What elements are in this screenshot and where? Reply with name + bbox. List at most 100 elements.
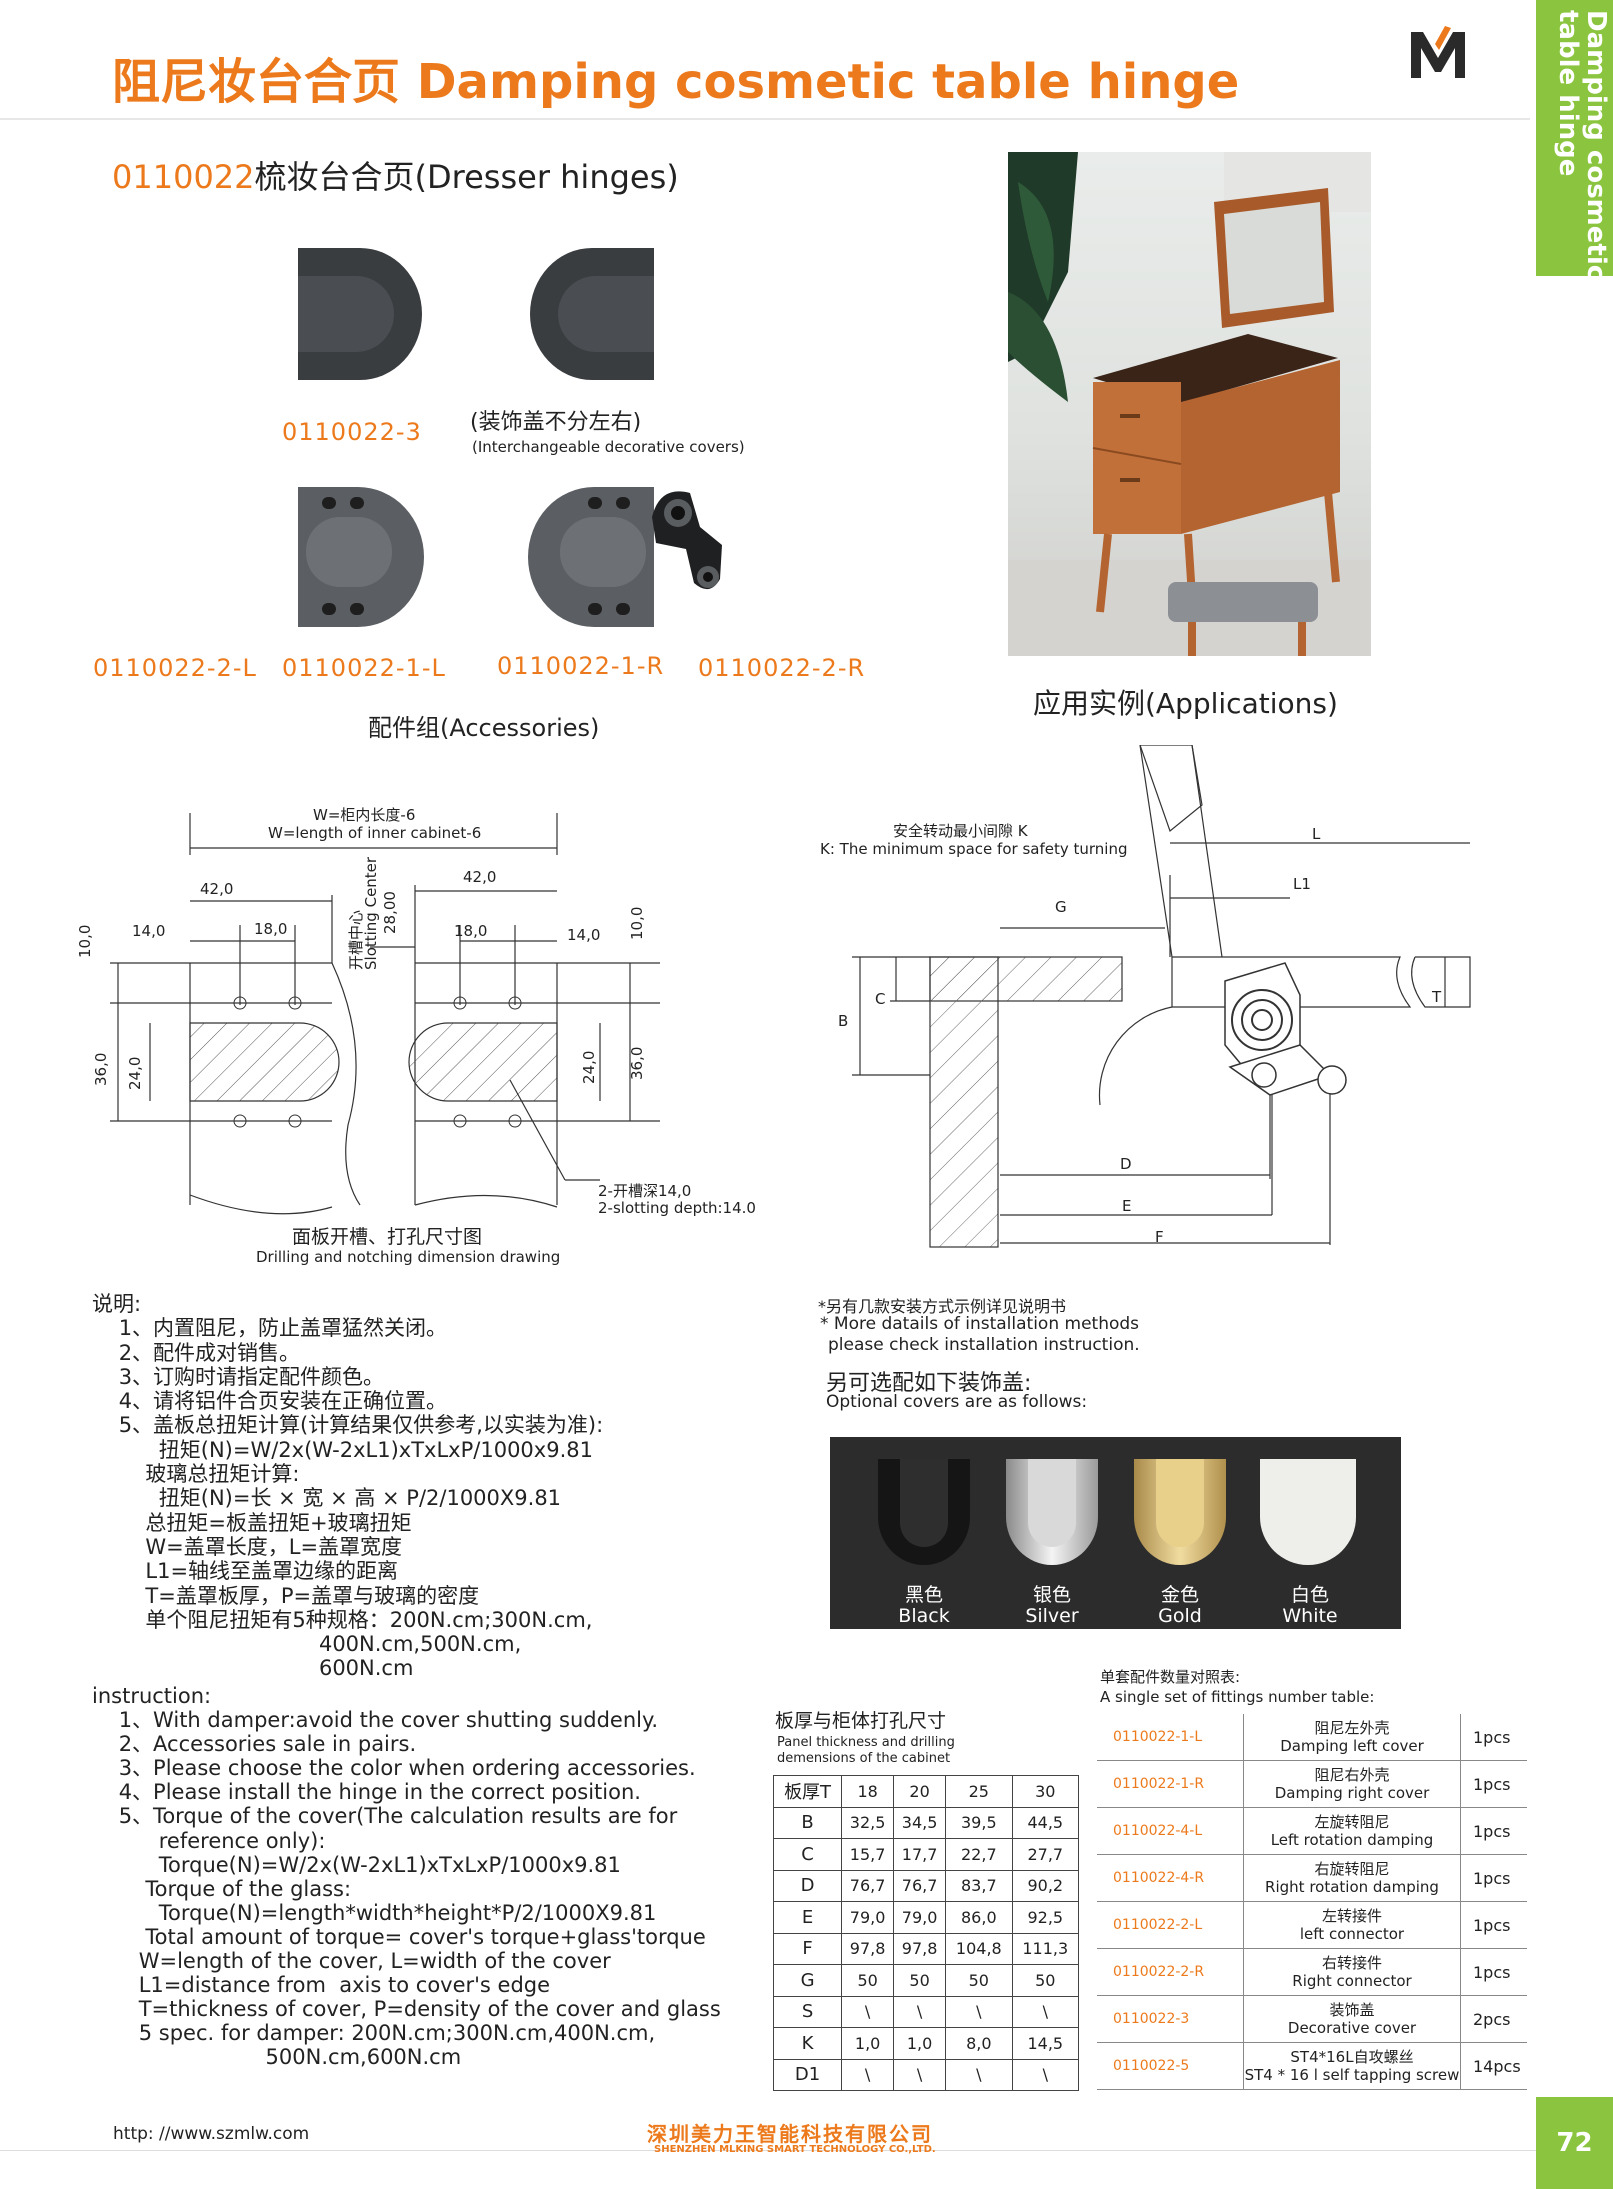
panel-table-header-cell: 25: [945, 1775, 1013, 1808]
silver-cover: [1006, 1459, 1098, 1565]
dim-D: D: [1120, 1155, 1132, 1173]
panel-table-cell: \: [893, 2058, 947, 2091]
panel-table-row: S\\\\: [772, 1995, 1080, 2028]
panel-table-cell: 27,7: [1011, 1838, 1080, 1871]
panel-table-cell: 50: [945, 1964, 1013, 1997]
footer-company-cn: 深圳美力王智能科技有限公司: [647, 2122, 933, 2146]
optional-covers-title-cn: 另可选配如下装饰盖:: [826, 1371, 1032, 1396]
fitting-quantity: 14pcs: [1460, 2042, 1527, 2090]
fittings-table-title-en: A single set of fittings number table:: [1100, 1688, 1375, 1706]
dim-36-left: 36,0: [92, 1052, 110, 1086]
part-code-1r: 0110022-1-R: [497, 652, 665, 680]
panel-table-title-en2: demensions of the cabinet: [777, 1751, 951, 1766]
gold-cover: [1134, 1459, 1226, 1565]
fitting-name-cn: 左转接件: [1321, 1907, 1382, 1925]
fitting-quantity: 1pcs: [1460, 1760, 1527, 1808]
damping-cover-left: [298, 487, 424, 627]
panel-table-cell: 17,7: [893, 1838, 947, 1871]
dim-L1: L1: [1293, 875, 1311, 893]
panel-table-cell: 14,5: [1011, 2027, 1080, 2060]
panel-table-title-en1: Panel thickness and drilling: [777, 1735, 955, 1750]
panel-table-cell: F: [772, 1932, 843, 1965]
panel-table-cell: 104,8: [945, 1932, 1013, 1965]
part-code-2l: 0110022-2-L: [93, 654, 257, 682]
panel-table-title-cn: 板厚与柜体打孔尺寸: [775, 1710, 947, 1732]
notes-cn: 说明: 1、内置阻尼，防止盖罩猛然关闭。 2、配件成对销售。 3、订购时请指定配…: [92, 1292, 604, 1681]
fitting-name-en: left connector: [1299, 1925, 1405, 1943]
fitting-name-cn: 装饰盖: [1329, 2001, 1375, 2019]
part-cover-code: 0110022-3: [282, 418, 422, 446]
w-dim-en: W=length of inner cabinet-6: [268, 824, 482, 842]
product-code: 0110022: [112, 158, 255, 196]
dim-18-left: 18,0: [254, 920, 288, 938]
dim-L: L: [1312, 825, 1321, 843]
fitting-code: 0110022-2-L: [1097, 1901, 1244, 1949]
panel-table-cell: E: [772, 1901, 843, 1934]
dim-10-right: 10,0: [628, 906, 646, 940]
panel-table-cell: 50: [841, 1964, 895, 1997]
footer-company-en: SHENZHEN MLKING SMART TECHNOLOGY CO.,LTD…: [654, 2144, 936, 2155]
panel-table-cell: 15,7: [841, 1838, 895, 1871]
footer-url[interactable]: http: //www.szmlw.com: [113, 2124, 310, 2144]
panel-table-cell: 34,5: [893, 1806, 947, 1839]
fitting-code: 0110022-1-R: [1097, 1760, 1244, 1808]
panel-table-cell: \: [841, 1995, 895, 2028]
part-code-1l: 0110022-1-L: [282, 654, 446, 682]
fitting-name-en: Damping left cover: [1280, 1737, 1424, 1755]
side-tab-text: Damping cosmetic table hinge: [1553, 10, 1611, 281]
dim-10-left: 10,0: [76, 924, 94, 958]
panel-table-cell: \: [945, 2058, 1013, 2091]
dim-F: F: [1155, 1228, 1164, 1246]
panel-table-cell: \: [893, 1995, 947, 2028]
fitting-quantity: 1pcs: [1460, 1901, 1527, 1949]
panel-table-cell: G: [772, 1964, 843, 1997]
optional-covers-title-en: Optional covers are as follows:: [826, 1392, 1088, 1412]
fitting-name-en: Right rotation damping: [1265, 1878, 1439, 1896]
fitting-name-cn: 阻尼左外壳: [1314, 1719, 1390, 1737]
dim-18-right: 18,0: [454, 922, 488, 940]
drawing-caption-cn: 面板开槽、打孔尺寸图: [292, 1226, 483, 1248]
product-name: 梳妆台合页(Dresser hinges): [254, 158, 679, 196]
fitting-code: 0110022-4-R: [1097, 1854, 1244, 1902]
white-cover: [1260, 1459, 1356, 1565]
fitting-code: 0110022-3: [1097, 1995, 1244, 2043]
header-divider: [0, 118, 1530, 120]
cover-note-en: (Interchangeable decorative covers): [472, 438, 745, 456]
drawing-caption-en: Drilling and notching dimension drawing: [256, 1248, 561, 1266]
fitting-name-cn: 右旋转阻尼: [1314, 1860, 1390, 1878]
dim-G: G: [1055, 898, 1067, 916]
panel-table-cell: 1,0: [841, 2027, 895, 2060]
panel-table-header-cell: 板厚T: [772, 1775, 843, 1808]
k-label-en: K: The minimum space for safety turning: [820, 840, 1128, 858]
decorative-cover-right: [530, 248, 654, 380]
dim-24-right: 24,0: [580, 1050, 598, 1084]
dim-28: 28,00: [381, 891, 399, 934]
applications-label: 应用实例(Applications): [1033, 687, 1338, 720]
panel-table-cell: K: [772, 2027, 843, 2060]
panel-table-cell: 97,8: [893, 1932, 947, 1965]
dim-42-right: 42,0: [463, 868, 497, 886]
fitting-name-en: Damping right cover: [1274, 1784, 1430, 1802]
fitting-quantity: 1pcs: [1460, 1714, 1527, 1761]
